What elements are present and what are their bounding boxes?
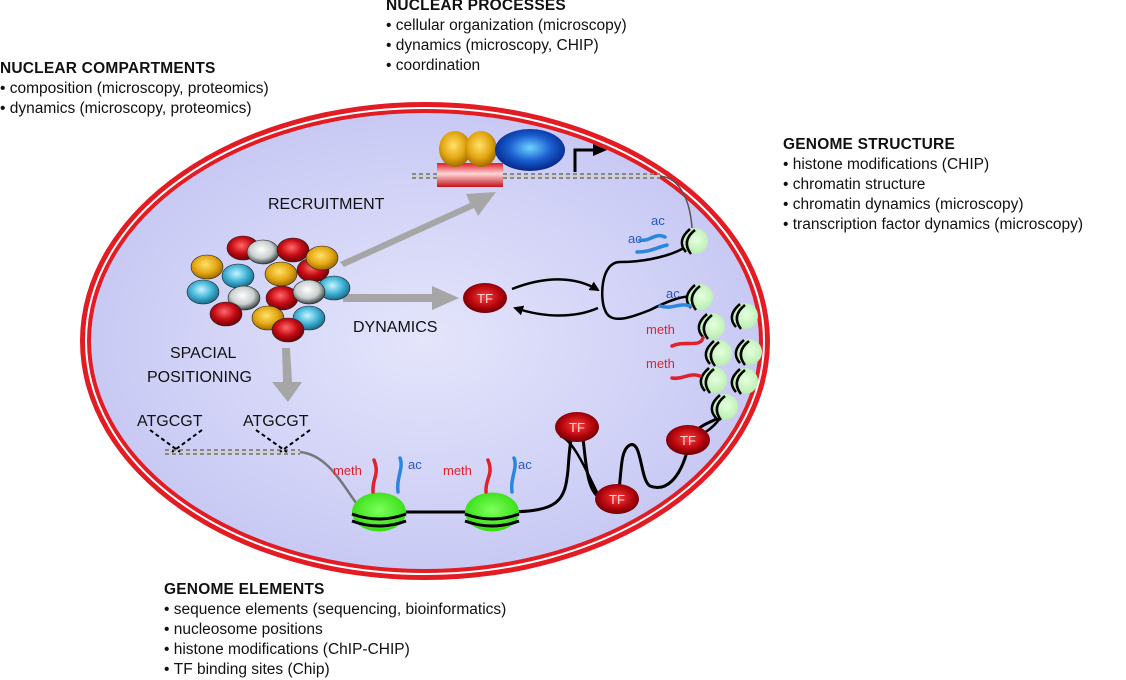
list-item: cellular organization (microscopy) xyxy=(386,16,627,36)
tf-label: TF xyxy=(680,433,696,448)
spacial-label: SPACIAL xyxy=(170,345,237,362)
meth-label: meth xyxy=(646,356,675,371)
nucleosome xyxy=(697,313,725,340)
compacted-nucleosomes xyxy=(680,228,762,421)
dynamics-label: DYNAMICS xyxy=(353,319,437,336)
ac-tail xyxy=(658,303,692,309)
nucleosome xyxy=(351,492,407,532)
transcription-start-arrow-icon xyxy=(573,144,607,172)
nucleosome xyxy=(464,492,520,532)
binding-site xyxy=(437,163,503,187)
nucleosome xyxy=(710,394,738,421)
transcription-factor: TF xyxy=(595,484,639,514)
transcription-factor: TF xyxy=(555,412,599,442)
genome-elements-section: GENOME ELEMENTS sequence elements (seque… xyxy=(164,580,506,680)
ac-tail xyxy=(509,456,517,494)
meth-label: meth xyxy=(333,463,362,478)
nuclear-compartments-section: NUCLEAR COMPARTMENTS composition (micros… xyxy=(0,59,269,119)
nucleosome xyxy=(730,303,758,330)
protein-sphere xyxy=(221,263,255,289)
tf-dynamics xyxy=(511,278,600,317)
positioning-label: POSITIONING xyxy=(147,369,252,386)
protein-cluster xyxy=(186,235,351,343)
sequence-markers xyxy=(149,429,311,453)
recruitment-label: RECRUITMENT xyxy=(268,196,385,213)
nucleoplasm xyxy=(91,113,759,569)
list-item: sequence elements (sequencing, bioinform… xyxy=(164,600,507,620)
list-item: dynamics (microscopy, proteomics) xyxy=(0,99,269,119)
list-item: histone modifications (CHIP) xyxy=(783,155,1083,175)
meth-tail xyxy=(670,336,705,348)
list-item: TF binding sites (Chip) xyxy=(164,660,506,680)
section-title: GENOME ELEMENTS xyxy=(164,581,325,598)
ac-label: ac xyxy=(408,457,422,472)
protein-sphere xyxy=(264,261,298,287)
nucleosome xyxy=(680,228,708,255)
list-item: composition (microscopy, proteomics) xyxy=(0,79,269,99)
meth-label: meth xyxy=(443,463,472,478)
ac-label: ac xyxy=(666,286,680,301)
list-item: transcription factor dynamics (microscop… xyxy=(783,215,1083,235)
ac-label: ac xyxy=(518,457,532,472)
nucleosome xyxy=(704,340,732,367)
protein-sphere xyxy=(276,237,310,263)
list-item: coordination xyxy=(386,56,627,76)
ac-tail xyxy=(635,243,669,254)
tf-label: TF xyxy=(569,420,585,435)
recruitment-arrow xyxy=(340,192,496,267)
meth-label: meth xyxy=(646,322,675,337)
protein-sphere xyxy=(190,254,224,280)
list-item: chromatin dynamics (microscopy) xyxy=(783,195,1083,215)
section-title: NUCLEAR PROCESSES xyxy=(386,0,566,14)
tf-label: TF xyxy=(477,291,493,306)
genome-structure-section: GENOME STRUCTURE histone modifications (… xyxy=(783,135,1083,235)
transcription-factor: TF xyxy=(463,283,507,313)
sequence-label: ATGCGT xyxy=(137,413,203,430)
protein-sphere xyxy=(246,239,280,265)
activator-protein xyxy=(439,131,471,167)
protein-sphere xyxy=(271,317,305,343)
section-title: GENOME STRUCTURE xyxy=(783,136,955,153)
nucleosome xyxy=(699,367,727,394)
spacial-positioning-arrow xyxy=(272,348,302,402)
ac-tail xyxy=(638,233,667,242)
protein-sphere xyxy=(209,301,243,327)
section-title: NUCLEAR COMPARTMENTS xyxy=(0,60,216,77)
ac-label: ac xyxy=(628,231,642,246)
meth-tail xyxy=(484,458,492,494)
tf-label: TF xyxy=(609,492,625,507)
nucleosome xyxy=(734,339,762,366)
meth-tail xyxy=(371,458,378,494)
protein-sphere xyxy=(186,279,220,305)
sequence-label: ATGCGT xyxy=(243,413,309,430)
protein-sphere xyxy=(305,245,339,271)
list-item: nucleosome positions xyxy=(164,620,506,640)
protein-sphere xyxy=(227,285,261,311)
list-item: chromatin structure xyxy=(783,175,1083,195)
protein-sphere xyxy=(292,279,326,305)
list-item: histone modifications (ChIP-CHIP) xyxy=(164,640,506,660)
nuclear-envelope xyxy=(80,102,770,580)
gene-promoter xyxy=(412,129,693,229)
meth-tail xyxy=(670,373,702,381)
nuclear-processes-section: NUCLEAR PROCESSES cellular organization … xyxy=(386,0,627,76)
open-nucleosomes xyxy=(351,492,520,532)
ac-label: ac xyxy=(651,213,665,228)
dynamics-arrow xyxy=(343,286,459,310)
coactivator-protein xyxy=(495,129,565,171)
histone-tails xyxy=(371,233,705,494)
list-item: dynamics (microscopy, CHIP) xyxy=(386,36,627,56)
transcription-factor: TF xyxy=(666,425,710,455)
nucleosome xyxy=(730,368,758,395)
ac-tail xyxy=(395,456,403,494)
activator-protein xyxy=(465,131,497,167)
